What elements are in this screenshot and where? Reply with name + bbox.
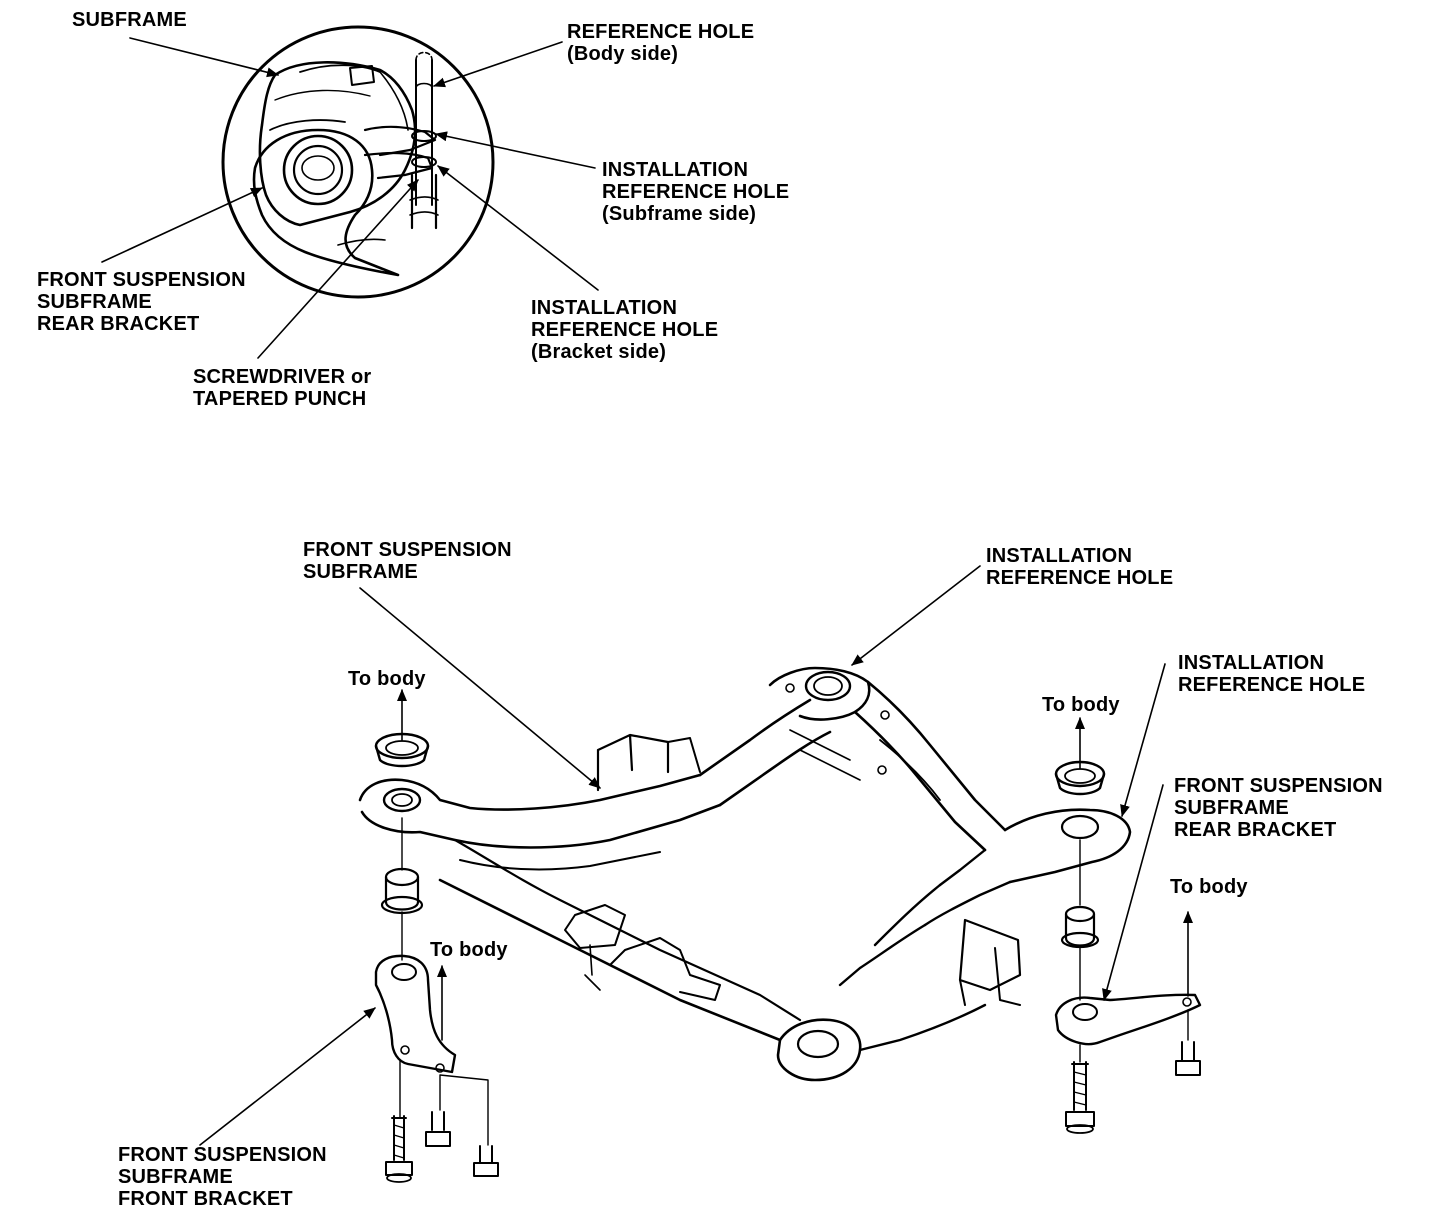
label-detail-rear-bracket: FRONT SUSPENSION SUBFRAME REAR BRACKET [37, 269, 246, 335]
left-mount-stack [374, 689, 499, 1183]
detail-rear-bracket [252, 128, 400, 277]
front-bracket [374, 954, 457, 1074]
right-mount-stack [1054, 717, 1202, 1134]
label-rear-bracket-right: FRONT SUSPENSION SUBFRAME REAR BRACKET [1174, 775, 1383, 841]
label-front-suspension-subframe: FRONT SUSPENSION SUBFRAME [303, 539, 512, 583]
label-screwdriver: SCREWDRIVER or TAPERED PUNCH [193, 366, 372, 410]
label-front-bracket: FRONT SUSPENSION SUBFRAME FRONT BRACKET [118, 1144, 327, 1210]
detail-subframe [258, 61, 417, 227]
detail-view [221, 25, 495, 299]
label-installation-reference-hole-top: INSTALLATION REFERENCE HOLE [986, 545, 1174, 589]
label-installation-reference-hole-subframe-side: INSTALLATION REFERENCE HOLE (Subframe si… [602, 159, 790, 225]
detail-bracket-hole [411, 156, 437, 168]
label-to-body-right: To body [1042, 694, 1120, 716]
main-leaders [199, 565, 1166, 1146]
label-to-body-bracket: To body [430, 939, 508, 961]
detail-leaders [101, 37, 599, 359]
label-reference-hole-body-side: REFERENCE HOLE (Body side) [567, 21, 755, 65]
subframe-assembly [358, 666, 1132, 1082]
detail-circle [221, 25, 495, 299]
label-to-body-left: To body [348, 668, 426, 690]
label-to-body-far-right: To body [1170, 876, 1248, 898]
label-installation-reference-hole-right: INSTALLATION REFERENCE HOLE [1178, 652, 1366, 696]
rear-bracket-right [1054, 993, 1202, 1046]
label-installation-reference-hole-bracket-side: INSTALLATION REFERENCE HOLE (Bracket sid… [531, 297, 719, 363]
label-subframe: SUBFRAME [72, 9, 187, 31]
